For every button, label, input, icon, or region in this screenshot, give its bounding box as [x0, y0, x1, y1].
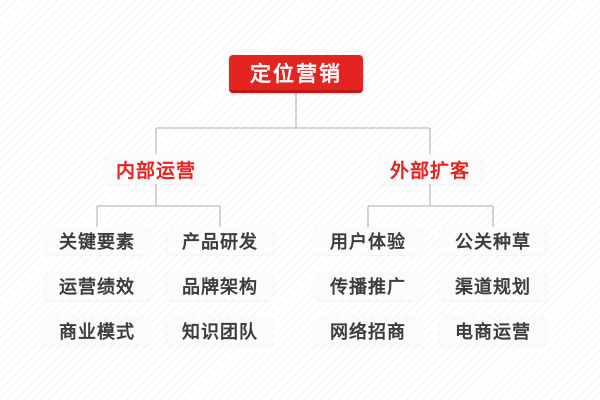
leaf-node: 商业模式 [44, 317, 150, 345]
leaf-node: 电商运营 [440, 317, 546, 345]
leaf-node: 品牌架构 [167, 272, 273, 300]
branch-node-external-expansion: 外部扩客 [379, 154, 481, 184]
leaf-node: 渠道规划 [440, 272, 546, 300]
leaf-node: 用户体验 [315, 227, 421, 255]
leaf-node: 运营绩效 [44, 272, 150, 300]
leaf-node: 产品研发 [167, 227, 273, 255]
leaf-node: 公关种草 [440, 227, 546, 255]
leaf-node: 关键要素 [44, 227, 150, 255]
branch-node-internal-operations: 内部运营 [105, 154, 207, 184]
leaf-node: 网络招商 [315, 317, 421, 345]
leaf-node: 知识团队 [167, 317, 273, 345]
root-node: 定位营销 [229, 55, 363, 93]
leaf-node: 传播推广 [315, 272, 421, 300]
